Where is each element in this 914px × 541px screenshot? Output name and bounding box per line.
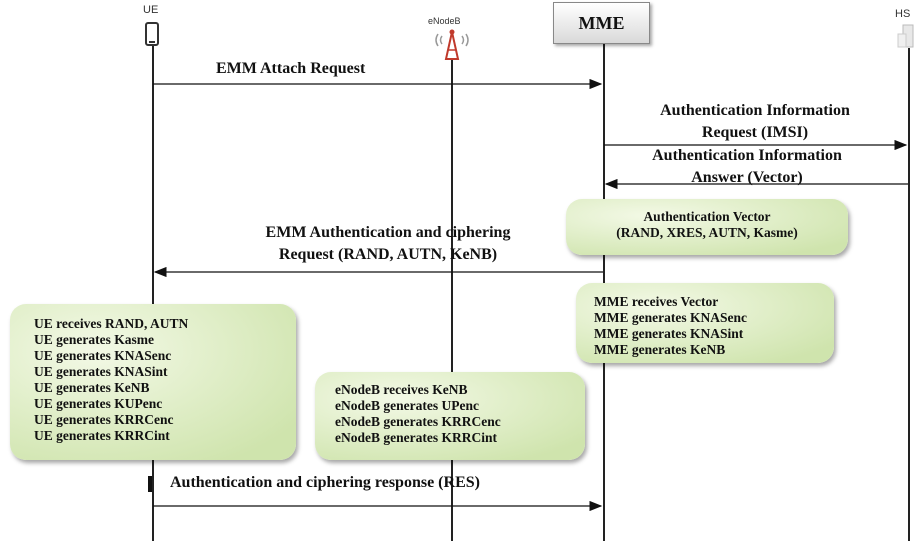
enb-step-line: eNodeB receives KeNB (335, 382, 468, 397)
antenna-tower-icon (432, 26, 472, 65)
enodeb-lifeline (451, 58, 453, 541)
emm-auth-request-label: EMM Authentication and ciphering Request… (212, 222, 564, 266)
response-start-marker (148, 476, 152, 492)
ue-lifeline (152, 38, 154, 541)
phone-icon (145, 22, 161, 53)
ue-step-line: UE generates KeNB (34, 380, 150, 395)
auth-vector-box: Authentication Vector (RAND, XRES, AUTN,… (566, 199, 848, 255)
server-icon (897, 24, 914, 53)
ue-step-line: UE generates KRRCint (34, 428, 170, 443)
mme-step-line: MME generates KNASint (594, 326, 744, 341)
mme-label: MME (578, 12, 625, 33)
mme-step-line: MME receives Vector (594, 294, 719, 309)
ue-steps-box: UE receives RAND, AUTN UE generates Kasm… (10, 304, 296, 460)
ue-step-line: UE generates Kasme (34, 332, 154, 347)
emm-auth-request-line2: Request (RAND, AUTN, KeNB) (278, 246, 498, 263)
auth-info-answer-line1: Authentication Information (652, 147, 842, 164)
auth-info-answer-line2: Answer (Vector) (691, 169, 803, 186)
mme-steps-box: MME receives Vector MME generates KNASen… (576, 283, 834, 363)
auth-info-request-line1: Authentication Information (660, 102, 850, 119)
enb-step-line: eNodeB generates UPenc (335, 398, 479, 413)
attach-request-label: EMM Attach Request (216, 60, 366, 77)
enodeb-label: eNodeB (428, 16, 461, 26)
hss-label: HS (895, 8, 911, 20)
ue-step-line: UE generates KNASenc (34, 348, 172, 363)
ue-step-line: UE receives RAND, AUTN (34, 316, 189, 331)
ue-step-line: UE generates KUPenc (34, 396, 163, 411)
enb-step-line: eNodeB generates KRRCenc (335, 414, 501, 429)
auth-info-request-line2: Request (IMSI) (701, 124, 809, 141)
mme-step-line: MME generates KNASenc (594, 310, 747, 325)
ue-step-line: UE generates KRRCenc (34, 412, 174, 427)
auth-vector-line: Authentication Vector (643, 209, 771, 224)
ue-step-line: UE generates KNASint (34, 364, 168, 379)
enb-steps-box: eNodeB receives KeNB eNodeB generates UP… (315, 372, 585, 460)
enb-step-line: eNodeB generates KRRCint (335, 430, 497, 445)
auth-info-answer-label: Authentication Information Answer (Vecto… (612, 145, 882, 189)
auth-info-request-label: Authentication Information Request (IMSI… (620, 100, 890, 144)
emm-auth-request-line1: EMM Authentication and ciphering (265, 224, 511, 241)
mme-step-line: MME generates KeNB (594, 342, 726, 357)
auth-vector-line: (RAND, XRES, AUTN, Kasme) (616, 225, 798, 240)
auth-response-label: Authentication and ciphering response (R… (170, 474, 480, 491)
mme-participant: MME (553, 2, 650, 44)
hss-lifeline (908, 48, 910, 541)
ue-label: UE (143, 4, 159, 16)
